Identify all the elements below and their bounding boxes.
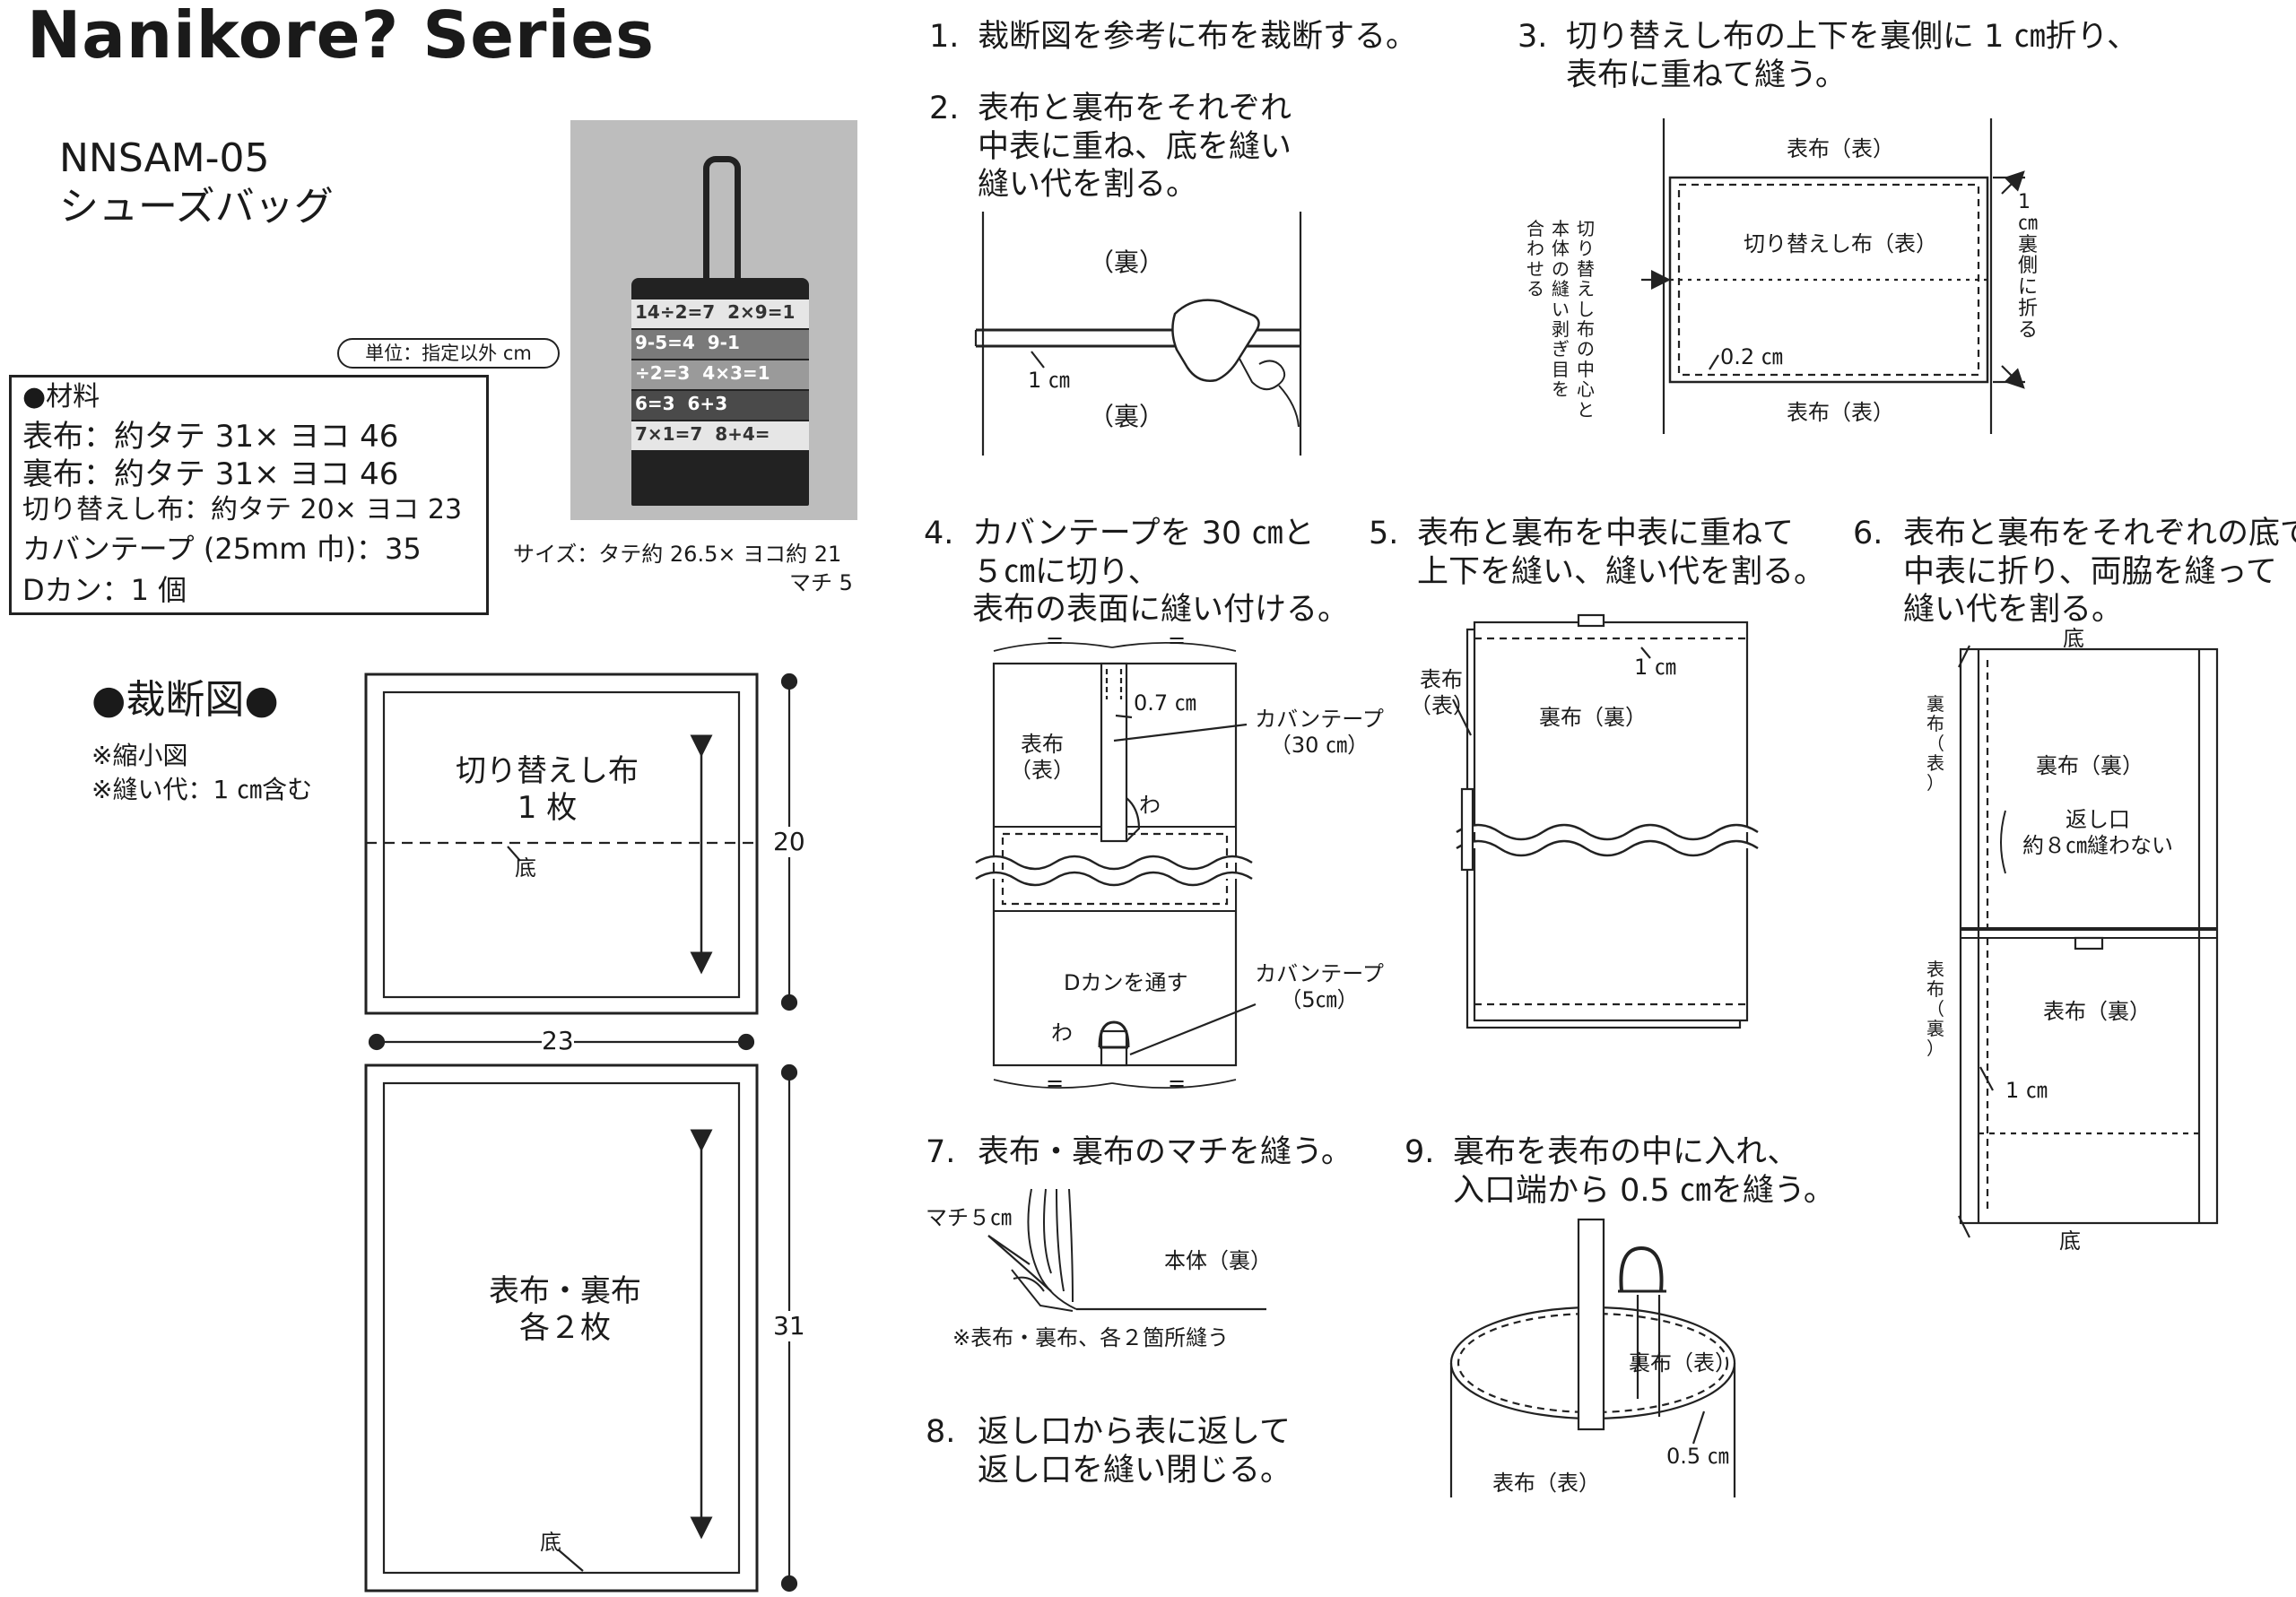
step-6-label-bottom: 底 — [2059, 1228, 2081, 1254]
bag-pattern-text: 7×1=7 8+4= — [635, 423, 770, 445]
cutting-title: ●裁断図● — [91, 677, 279, 723]
step-6-label-outer-side: 表 布 （ 裏 ） — [1926, 959, 1944, 1059]
bag-pattern-text: ÷2=3 4×3=1 — [635, 362, 770, 384]
size-line-1: サイズ：タテ約 26.5× ヨコ約 21 — [513, 542, 842, 567]
materials-item: 表布：約タテ 31× ヨコ 46 — [22, 419, 399, 455]
step-4-label-loop-2: わ — [1051, 1020, 1073, 1046]
cut-piece-2-inner — [382, 1081, 741, 1575]
step-6-label-lining-side: 裏 布 （ 表 ） — [1926, 693, 1944, 794]
step-3-label-top: 表布（表） — [1787, 136, 1894, 161]
step-4-text: カバンテープを 30 ㎝と ５㎝に切り、 表布の表面に縫い付ける。 — [972, 516, 1350, 629]
step-5-label-seam: 1 ㎝ — [1634, 655, 1676, 680]
cut-piece-2-outer — [364, 1063, 759, 1593]
bag-pattern-row: 9-5=4 9-1 — [631, 330, 809, 359]
step-3-side-1: 切 り 替 え し 布 の 中 心 と — [1577, 218, 1595, 421]
size-line-2: マチ 5 — [789, 570, 853, 595]
step-3-label-fold: 1 ㎝ 裏 側 に 折 る — [2018, 191, 2039, 342]
step-4-number: 4. — [924, 516, 954, 551]
step-6-label-lining: 裏布（裏） — [2036, 753, 2144, 778]
cut-piece-1-height: 20 — [773, 827, 805, 858]
step-4-eq-mark: = — [1168, 628, 1187, 653]
bag-pattern-text: 14÷2=7 2×9=1 — [635, 301, 796, 323]
step-4-eq-mark: = — [1046, 628, 1065, 653]
step-4-label-loop: わ — [1139, 793, 1161, 818]
bag-pattern-row: 7×1=7 8+4= — [631, 421, 809, 450]
step-6-text: 表布と裏布をそれぞれの底で 中表に折り、両脇を縫って 縫い代を割る。 — [1903, 516, 2296, 629]
step-4-eq-mark: = — [1046, 1071, 1065, 1096]
step-4-eq-mark: = — [1168, 1071, 1187, 1096]
step-4-label-fabric: 表布 （表） — [1010, 732, 1074, 784]
bag-handle — [703, 156, 741, 288]
step-2-number: 2. — [929, 91, 960, 126]
step-6-label-top: 底 — [2063, 626, 2084, 651]
step-2-text: 表布と裏布をそれぞれ 中表に重ね、底を縫い 縫い代を割る。 — [978, 91, 1292, 204]
materials-item: 切り替えし布：約タテ 20× ヨコ 23 — [22, 494, 463, 525]
step-3-number: 3. — [1518, 19, 1548, 55]
cut-piece-2-height: 31 — [773, 1311, 805, 1342]
step-6-number: 6. — [1853, 516, 1883, 551]
materials-item: 裏布：約タテ 31× ヨコ 46 — [22, 456, 399, 492]
step-6-label-seam: 1 ㎝ — [2005, 1078, 2048, 1103]
step-4-label-tape-long: カバンテープ （30 ㎝） — [1255, 707, 1384, 759]
bag-pattern-text: 9-5=4 9-1 — [635, 332, 740, 353]
step-9-label-outer: 表布（表） — [1492, 1471, 1600, 1496]
step-4-label-gap: 0.7 ㎝ — [1134, 690, 1196, 716]
bag-pattern-row: 6=3 6+3 — [631, 391, 809, 420]
step-8-number: 8. — [926, 1414, 956, 1450]
step-7-label-body: 本体（裏） — [1164, 1248, 1272, 1273]
cutting-note-2: ※縫い代：1 ㎝含む — [91, 775, 313, 804]
step-1-number: 1. — [929, 19, 960, 55]
step-3-label-bottom: 表布（表） — [1787, 400, 1894, 425]
step-3-side-3: 合 わ せ る — [1526, 218, 1544, 300]
step-7-label-note: ※表布・裏布、各２箇所縫う — [952, 1325, 1230, 1350]
step-5-number: 5. — [1369, 516, 1399, 551]
cut-width: 23 — [542, 1026, 574, 1057]
iron-shape — [1171, 299, 1260, 382]
step-4-label-tape-short: カバンテープ （5㎝） — [1255, 961, 1384, 1013]
materials-item: カバンテープ (25mm 巾)：35 — [22, 532, 422, 566]
materials-item: Dカン：1 個 — [22, 573, 187, 607]
bag-pattern-text: 6=3 6+3 — [635, 393, 728, 414]
materials-heading: ●材料 — [22, 381, 100, 412]
product-photo: 14÷2=7 2×9=1 9-5=4 9-1 ÷2=3 4×3=1 6=3 6+3 7×… — [570, 120, 857, 520]
step-3-label-center: 切り替えし布（表） — [1744, 231, 1937, 256]
materials-box: ●材料 表布：約タテ 31× ヨコ 46 裏布：約タテ 31× ヨコ 46 切り… — [9, 375, 489, 615]
cut-piece-1-inner — [382, 690, 741, 999]
cut-piece-2-label: 表布・裏布 各２枚 — [489, 1273, 641, 1347]
unit-note: 単位：指定以外 cm — [337, 338, 560, 369]
step-7-label-gusset: マチ５㎝ — [926, 1205, 1012, 1230]
step-6-label-opening: 返し口 約８㎝縫わない — [2022, 807, 2173, 859]
step-5-label-outer: 表布 （表） — [1410, 667, 1474, 719]
bag-pattern-row: 14÷2=7 2×9=1 — [631, 299, 809, 328]
cutting-note-1: ※縮小図 — [91, 741, 188, 770]
step-6-label-outer: 表布（裏） — [2043, 999, 2151, 1024]
step-4-label-ring: Dカンを通す — [1064, 970, 1188, 995]
step-7-number: 7. — [926, 1134, 956, 1170]
step-3-text: 切り替えし布の上下を裏側に 1 ㎝折り、 表布に重ねて縫う。 — [1566, 19, 2139, 93]
bag-pattern-band: 14÷2=7 2×9=1 9-5=4 9-1 ÷2=3 4×3=1 6=3 6+3 7×… — [631, 299, 809, 452]
step-3-label-margin: 0.2 ㎝ — [1720, 344, 1783, 369]
product-code: NNSAM-05 — [59, 135, 270, 181]
cut-piece-1-bottom: 底 — [515, 855, 536, 881]
step-5-text: 表布と裏布を中表に重ねて 上下を縫い、縫い代を割る。 — [1417, 516, 1826, 590]
step-1-text: 裁断図を参考に布を裁断する。 — [978, 19, 1418, 55]
step-9-text: 裏布を表布の中に入れ、 入口端から 0.5 ㎝を縫う。 — [1453, 1134, 1835, 1209]
step-8-text: 返し口から表に返して 返し口を縫い閉じる。 — [978, 1414, 1292, 1489]
series-title: Nanikore? Series — [27, 0, 655, 73]
step-3-side-2: 本 体 の 縫 い 剥 ぎ 目 を — [1552, 218, 1570, 401]
step-2-label-top: （裏） — [1089, 247, 1165, 277]
step-7-text: 表布・裏布のマチを縫う。 — [978, 1134, 1352, 1170]
step-2-label-seam: 1 ㎝ — [1028, 368, 1070, 393]
step-9-label-lining: 裏布（表） — [1629, 1350, 1736, 1376]
bag-pattern-row: ÷2=3 4×3=1 — [631, 360, 809, 389]
product-name: シューズバッグ — [59, 184, 334, 230]
cut-piece-2-bottom: 底 — [540, 1530, 561, 1555]
step-5-label-lining: 裏布（裏） — [1539, 705, 1647, 730]
cut-piece-1-label: 切り替えし布 1 枚 — [456, 753, 639, 827]
step-2-label-bottom: （裏） — [1089, 402, 1165, 431]
step-9-number: 9. — [1405, 1134, 1435, 1170]
step-9-label-seam: 0.5 ㎝ — [1666, 1444, 1729, 1469]
